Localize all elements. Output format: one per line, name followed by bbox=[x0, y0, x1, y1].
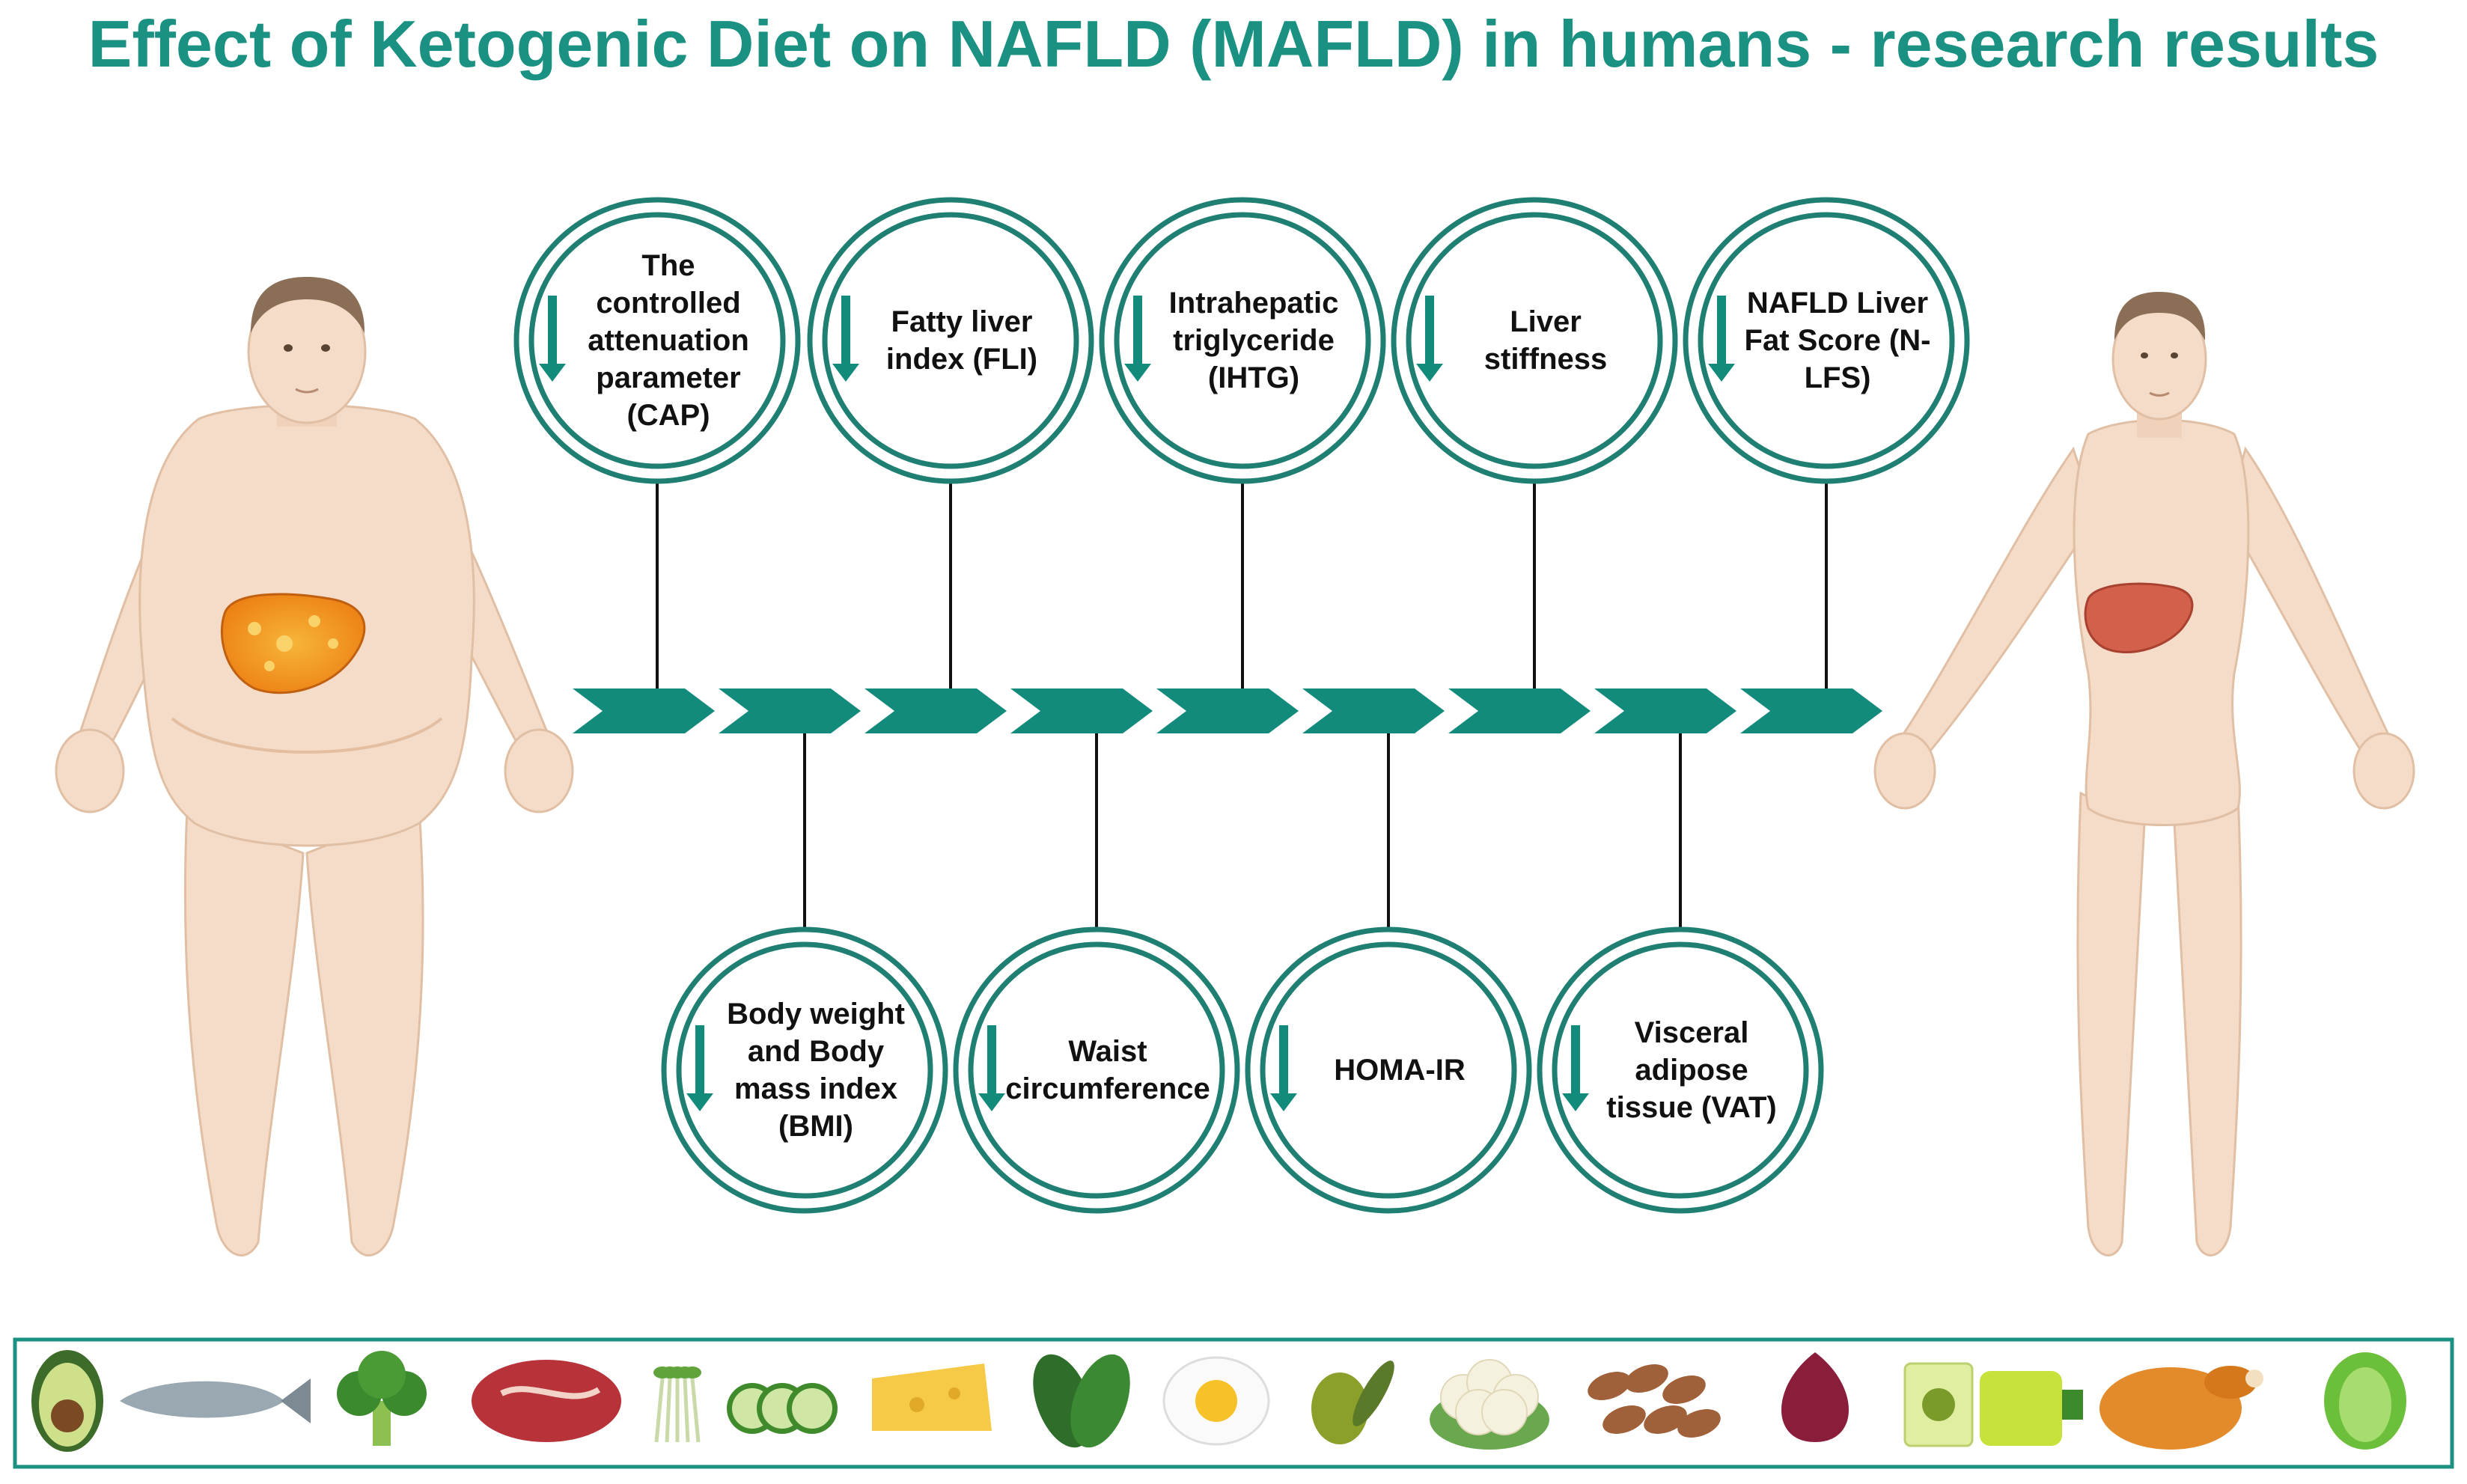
chevron-arrow-segment bbox=[1448, 688, 1591, 733]
marker-label-line: mass index bbox=[734, 1072, 897, 1105]
marker-ring-fli bbox=[807, 197, 1094, 484]
marker-label-vat: Visceral adipose tissue (VAT) bbox=[1591, 965, 1793, 1175]
decrease-arrow-icon bbox=[832, 296, 859, 382]
lettuce-icon bbox=[2324, 1352, 2406, 1450]
red-onion-icon bbox=[1781, 1352, 1849, 1442]
marker-label-line: index (FLI) bbox=[885, 343, 1038, 376]
marker-ring-waist bbox=[953, 926, 1240, 1214]
decrease-arrow-icon bbox=[978, 1025, 1005, 1111]
marker-label-line: The bbox=[641, 249, 695, 282]
marker-label-line: and Body bbox=[747, 1035, 885, 1068]
marker-label-line: NAFLD Liver bbox=[1746, 287, 1929, 320]
decrease-arrow-icon bbox=[539, 296, 566, 382]
avocado-icon bbox=[31, 1350, 103, 1452]
healthy-liver-icon bbox=[2084, 582, 2194, 653]
decrease-arrow-icon bbox=[686, 1025, 713, 1111]
decrease-arrow-icon bbox=[1270, 1025, 1297, 1111]
marker-ring-nlfs bbox=[1683, 197, 1970, 484]
marker-label-line: Visceral bbox=[1634, 1016, 1749, 1049]
marker-label-line: Liver bbox=[1510, 305, 1582, 338]
marker-label-line: stiffness bbox=[1483, 343, 1608, 376]
spinach-icon bbox=[1033, 1354, 1130, 1448]
marker-label-line: parameter bbox=[596, 361, 741, 394]
lean-person-figure bbox=[1873, 292, 2415, 1256]
salmon-icon bbox=[120, 1378, 311, 1423]
marker-label-line: triglyceride bbox=[1173, 324, 1335, 357]
olive-oil-icon bbox=[1903, 1362, 2083, 1447]
chevron-arrow-segment bbox=[1156, 688, 1299, 733]
decrease-arrow-icon bbox=[1124, 296, 1151, 382]
marker-ring-vat bbox=[1537, 926, 1824, 1214]
marker-label-line: controlled bbox=[596, 287, 741, 320]
marker-label-line: Body weight bbox=[727, 998, 905, 1030]
chevron-arrow-segment bbox=[1594, 688, 1736, 733]
marker-label-ihtg: Intrahepatic triglyceride (IHTG) bbox=[1153, 236, 1355, 445]
decrease-arrow-icon bbox=[1708, 296, 1735, 382]
almonds-icon bbox=[1588, 1364, 1721, 1438]
sprouts-icon bbox=[653, 1367, 701, 1443]
marker-label-bmi: Body weight and Body mass index (BMI) bbox=[715, 965, 917, 1175]
marker-label-line: (IHTG) bbox=[1207, 361, 1300, 394]
marker-ring-liver-stiffness bbox=[1391, 197, 1678, 484]
marker-label-line: HOMA-IR bbox=[1334, 1054, 1466, 1087]
marker-label-line: circumference bbox=[1005, 1072, 1210, 1105]
marker-label-line: Waist bbox=[1068, 1035, 1147, 1068]
marker-ring-cap bbox=[513, 197, 801, 484]
chevron-arrow-segment bbox=[573, 688, 715, 733]
marker-label-liver-stiffness: Liver stiffness bbox=[1445, 236, 1647, 445]
diagram-title: Effect of Ketogenic Diet on NAFLD (MAFLD… bbox=[88, 7, 2379, 81]
egg-icon bbox=[1162, 1356, 1270, 1446]
olive-icon bbox=[1311, 1361, 1394, 1444]
marker-label-line: (CAP) bbox=[626, 399, 710, 432]
marker-label-line: tissue (VAT) bbox=[1606, 1091, 1777, 1124]
marker-ring-bmi bbox=[661, 926, 948, 1214]
cucumber-icon bbox=[727, 1383, 838, 1434]
chevron-arrow-segment bbox=[1010, 688, 1153, 733]
marker-ring-homa-ir bbox=[1245, 926, 1532, 1214]
chevron-arrow-segment bbox=[1740, 688, 1882, 733]
roast-chicken-icon bbox=[2099, 1366, 2263, 1450]
chevron-arrow-segment bbox=[864, 688, 1007, 733]
marker-label-line: Intrahepatic bbox=[1168, 287, 1339, 320]
marker-label-fli: Fatty liver index (FLI) bbox=[861, 236, 1063, 445]
marker-ring-ihtg bbox=[1099, 197, 1386, 484]
timeline-arrow-band bbox=[573, 688, 1882, 733]
cauliflower-icon bbox=[1430, 1359, 1549, 1450]
broccoli-icon bbox=[337, 1351, 427, 1446]
marker-label-line: LFS) bbox=[1804, 361, 1871, 394]
chevron-arrow-segment bbox=[1302, 688, 1445, 733]
marker-label-homa-ir: HOMA-IR bbox=[1299, 965, 1501, 1175]
steak-icon bbox=[472, 1360, 621, 1442]
obese-person-figure bbox=[55, 277, 574, 1256]
decrease-arrow-icon bbox=[1416, 296, 1443, 382]
chevron-arrow-segment bbox=[719, 688, 861, 733]
marker-label-cap: The controlled attenuation parameter (CAP) bbox=[567, 236, 769, 445]
marker-label-line: Fat Score (N- bbox=[1744, 324, 1931, 357]
marker-label-waist: Waist circumference bbox=[1005, 965, 1210, 1175]
marker-label-line: (BMI) bbox=[778, 1110, 853, 1143]
marker-label-line: adipose bbox=[1635, 1054, 1748, 1087]
fatty-liver-icon bbox=[220, 593, 366, 694]
decrease-arrow-icon bbox=[1562, 1025, 1589, 1111]
keto-food-strip bbox=[13, 1337, 2454, 1469]
marker-label-line: Fatty liver bbox=[891, 305, 1033, 338]
cheese-icon bbox=[872, 1364, 992, 1431]
marker-label-line: attenuation bbox=[588, 324, 749, 357]
